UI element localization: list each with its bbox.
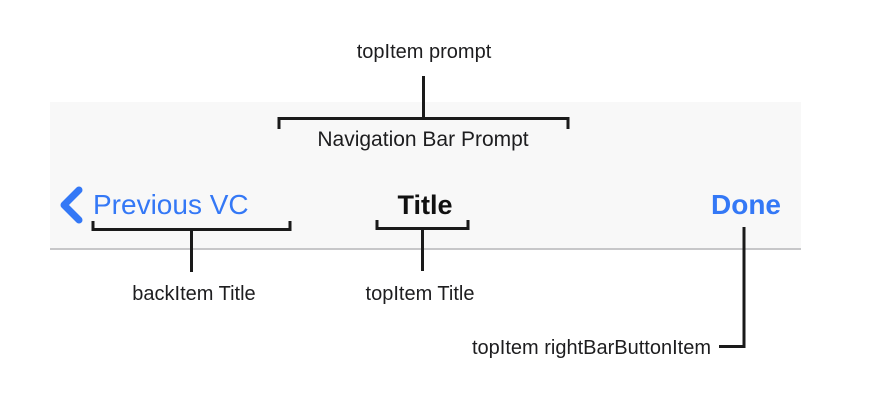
- navigation-bar: Navigation Bar Prompt Previous VC Title …: [50, 102, 801, 250]
- callout-right-bar-button-item: topItem rightBarButtonItem: [471, 337, 711, 359]
- callout-back-item-title: backItem Title: [132, 283, 256, 305]
- back-button-label: Previous VC: [93, 189, 249, 220]
- navigation-bar-title: Title: [397, 190, 453, 220]
- chevron-left-icon: [60, 186, 83, 224]
- back-button[interactable]: Previous VC: [58, 186, 249, 224]
- navigation-bar-prompt: Navigation Bar Prompt: [317, 128, 529, 151]
- done-button[interactable]: Done: [711, 189, 781, 220]
- callout-top-item-prompt: topItem prompt: [356, 41, 492, 63]
- callout-top-item-title: topItem Title: [365, 283, 475, 305]
